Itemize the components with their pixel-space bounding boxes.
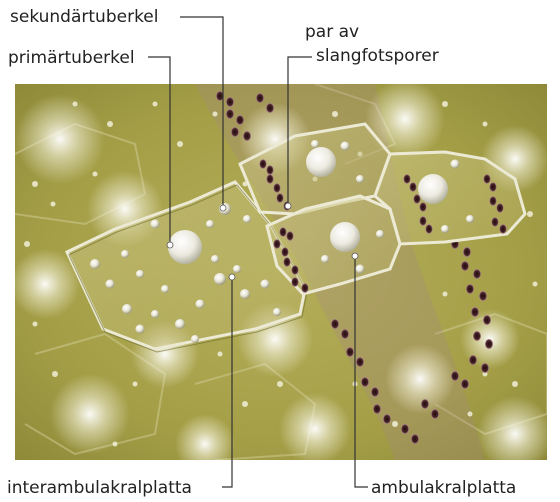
sea-urchin-shell-illustration <box>15 84 547 460</box>
label-ambulacral-plate: ambulakralplatta <box>371 478 516 498</box>
label-primary-tubercle: primärtuberkel <box>8 48 135 68</box>
label-secondary-tubercle: sekundärtuberkel <box>10 7 158 27</box>
label-tube-feet-pair-line1: par av <box>305 22 359 42</box>
label-interambulacral-plate: interambulakralplatta <box>7 478 192 498</box>
label-tube-feet-pair-line2: slangfotsporer <box>316 46 439 66</box>
